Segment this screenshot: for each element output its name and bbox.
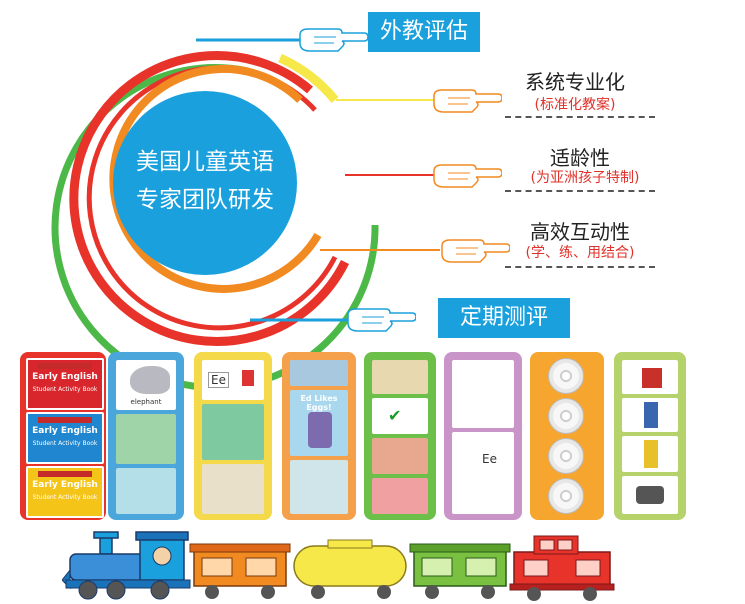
card-scene <box>372 360 428 394</box>
book-red: Early English Student Activity Book <box>26 358 104 410</box>
card-scene <box>116 468 176 514</box>
cd-disc <box>548 478 584 514</box>
red-caboose <box>509 535 615 601</box>
book-subtitle: Student Activity Book <box>32 386 98 393</box>
card-scene <box>372 438 428 474</box>
card-story: Ed Likes Eggs! <box>290 390 348 456</box>
panel-lesson-blue: elephant <box>108 352 184 520</box>
card-letters: Ee <box>452 432 514 514</box>
card-scene <box>290 460 348 514</box>
card-scene <box>116 414 176 464</box>
panel-lesson-purple: Ee <box>444 352 522 520</box>
pointing-hand-icon <box>433 164 502 188</box>
card-word: elephant <box>130 398 162 406</box>
panel-cds <box>530 352 604 520</box>
card-elephant: elephant <box>116 360 176 410</box>
card-story-caption: Ed Likes Eggs! <box>300 394 338 412</box>
panel-picture-cards <box>614 352 686 520</box>
train-illustration <box>62 531 615 601</box>
book-yellow: Early English Student Activity Book <box>26 466 104 518</box>
card-scene <box>202 464 264 514</box>
book-title: Early English <box>32 372 98 382</box>
divider <box>505 266 655 268</box>
pointing-hand-icon <box>441 239 510 263</box>
yellow-tank-car <box>293 539 407 599</box>
feature-1-title: 系统专业化 <box>525 70 625 94</box>
feature-3-subtitle: (学、练、用结合) <box>525 245 635 261</box>
card-scene <box>290 360 348 386</box>
feature-2-title: 适龄性 <box>550 146 610 170</box>
book-title: Early English <box>32 426 98 436</box>
cd-disc <box>548 438 584 474</box>
green-car <box>409 543 511 599</box>
card-grid <box>202 404 264 460</box>
feature-3-title: 高效互动性 <box>530 220 630 244</box>
divider <box>505 116 655 118</box>
center-line-1: 美国儿童英语 <box>136 149 274 175</box>
card-letters-text: Ee <box>482 452 497 466</box>
engine <box>62 531 191 600</box>
feature-2-subtitle: (为亚洲孩子特制) <box>530 170 640 186</box>
red-arc <box>69 51 350 347</box>
tag-foreign-teacher-assessment: 外教评估 <box>368 12 480 52</box>
cd-disc <box>548 398 584 434</box>
panel-books: Early English Student Activity Book Earl… <box>20 352 106 520</box>
card-scene <box>372 478 428 514</box>
book-subtitle: Student Activity Book <box>32 494 98 501</box>
book-subtitle: Student Activity Book <box>32 440 98 447</box>
pointing-hand-icon <box>299 28 368 52</box>
center-circle <box>113 91 297 275</box>
divider <box>505 190 655 192</box>
orange-car <box>189 543 291 599</box>
card-check: ✔ <box>372 398 428 434</box>
panel-lesson-orange: Ed Likes Eggs! <box>282 352 356 520</box>
pointing-hand-icon <box>433 89 502 113</box>
feature-1-subtitle: (标准化教案) <box>534 97 616 113</box>
card-girl <box>622 436 678 472</box>
center-line-2: 专家团队研发 <box>136 187 274 213</box>
book-blue: Early English Student Activity Book <box>26 412 104 464</box>
card-cow <box>622 476 678 514</box>
cd-disc <box>548 358 584 394</box>
card-letters: Ee <box>202 360 264 400</box>
green-arc <box>51 64 379 392</box>
book-title: Early English <box>32 480 98 490</box>
card-barn <box>622 360 678 394</box>
tag-periodic-assessment: 定期测评 <box>438 298 570 338</box>
panel-lesson-yellow: Ee <box>194 352 272 520</box>
card-letters-text: Ee <box>208 372 229 388</box>
card-worksheet <box>452 360 514 428</box>
center-text: 美国儿童英语 专家团队研发 <box>113 143 297 219</box>
yellow-arc <box>278 53 339 103</box>
card-farmer <box>622 398 678 432</box>
pointing-hand-icon <box>347 308 416 332</box>
panel-lesson-green: ✔ <box>364 352 436 520</box>
